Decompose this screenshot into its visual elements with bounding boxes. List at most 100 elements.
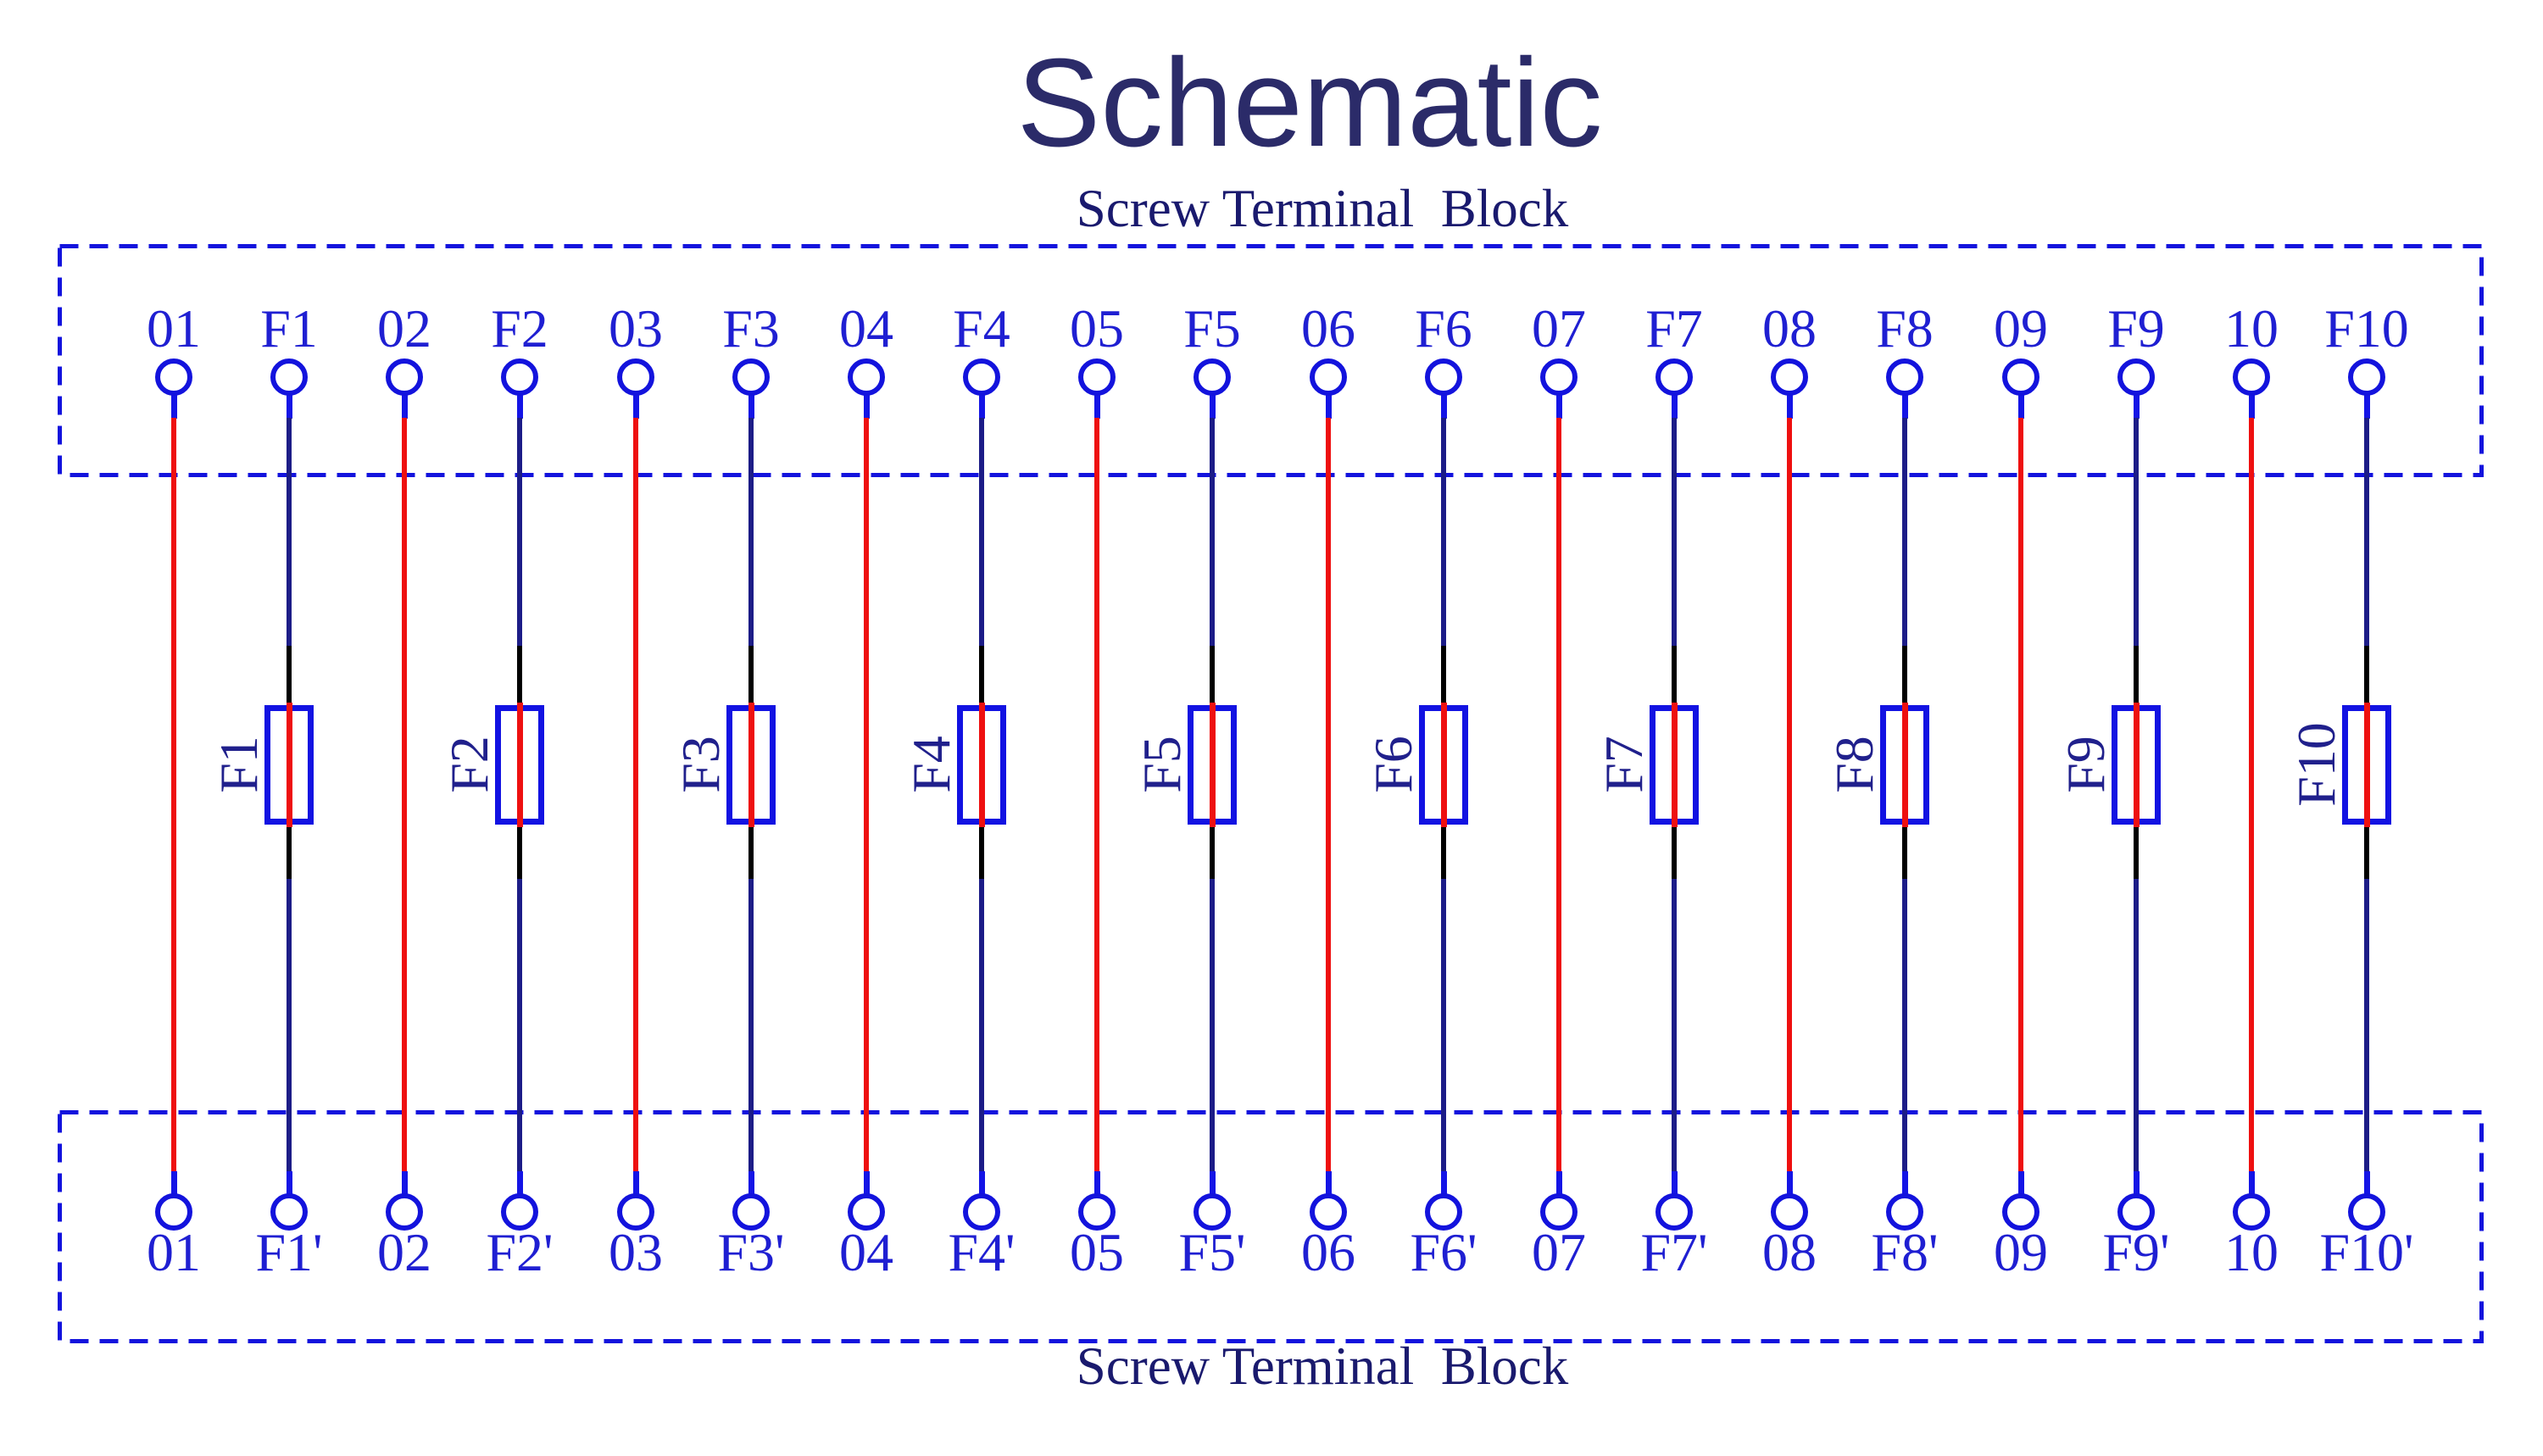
- top-terminal-circle: [1886, 358, 1923, 396]
- fuse-label: F9: [2056, 736, 2116, 793]
- wire-stub-bottom: [2248, 1171, 2255, 1197]
- wire-main: [2018, 418, 2023, 1173]
- bottom-terminal-label: 04: [839, 1222, 893, 1282]
- bottom-terminal-circle: [2002, 1193, 2039, 1231]
- bottom-terminal-block-outline: [58, 1110, 2484, 1343]
- top-terminal-label: F7: [1645, 298, 1703, 358]
- wire-stub-top: [748, 392, 754, 419]
- wire-upper: [287, 418, 292, 647]
- fuse-element-line: [748, 703, 754, 827]
- bottom-terminal-label: F10': [2319, 1222, 2414, 1282]
- wire-upper: [748, 418, 754, 647]
- wire-upper: [979, 418, 984, 647]
- top-terminal-circle: [2002, 358, 2039, 396]
- wire-main: [1094, 418, 1099, 1173]
- wire-upper: [1441, 418, 1446, 647]
- fuse-element-line: [1209, 703, 1216, 827]
- wire-lower: [2364, 879, 2369, 1173]
- wire-stub-bottom: [1325, 1171, 1332, 1197]
- wire-stub-top: [2017, 392, 2024, 419]
- wire-main: [402, 418, 407, 1173]
- top-terminal-circle: [2117, 358, 2155, 396]
- top-terminal-circle: [848, 358, 885, 396]
- wire-upper: [2134, 418, 2139, 647]
- top-terminal-circle: [1771, 358, 1808, 396]
- wire-stub-top: [1325, 392, 1332, 419]
- bottom-terminal-label: F7': [1640, 1222, 1708, 1282]
- wire-stub-top: [2133, 392, 2140, 419]
- top-terminal-label: 01: [147, 298, 201, 358]
- wire-stub-top: [2363, 392, 2370, 419]
- fuse-lead-top: [2134, 646, 2139, 707]
- top-terminal-label: F4: [953, 298, 1010, 358]
- wire-main: [1556, 418, 1561, 1173]
- bottom-terminal-circle: [732, 1193, 770, 1231]
- fuse-lead-bottom: [1672, 823, 1677, 881]
- bottom-terminal-circle: [386, 1193, 423, 1231]
- wire-main: [864, 418, 869, 1173]
- fuse-element-line: [978, 703, 985, 827]
- bottom-terminal-label: 01: [147, 1222, 201, 1282]
- bottom-terminal-circle: [963, 1193, 1000, 1231]
- fuse-element-line: [1671, 703, 1678, 827]
- wire-stub-top: [286, 392, 292, 419]
- bottom-terminal-circle: [2233, 1193, 2270, 1231]
- wire-stub-bottom: [748, 1171, 754, 1197]
- wire-stub-bottom: [516, 1171, 523, 1197]
- top-terminal-circle: [1425, 358, 1462, 396]
- wire-lower: [517, 879, 522, 1173]
- wire-main: [1326, 418, 1331, 1173]
- wire-stub-bottom: [1671, 1171, 1678, 1197]
- fuse-lead-top: [2364, 646, 2369, 707]
- bottom-terminal-circle: [1886, 1193, 1923, 1231]
- bottom-terminal-label: 03: [609, 1222, 663, 1282]
- top-terminal-label: 08: [1762, 298, 1817, 358]
- top-terminal-circle: [1078, 358, 1116, 396]
- wire-lower: [979, 879, 984, 1173]
- fuse-label: F8: [1824, 736, 1884, 793]
- top-terminal-circle: [1540, 358, 1578, 396]
- fuse-lead-bottom: [1210, 823, 1215, 881]
- bottom-terminal-label: F9': [2102, 1222, 2170, 1282]
- fuse-label: F1: [209, 736, 269, 793]
- bottom-terminal-circle: [1310, 1193, 1347, 1231]
- top-terminal-circle: [2348, 358, 2385, 396]
- bottom-terminal-label: 10: [2224, 1222, 2279, 1282]
- wire-upper: [2364, 418, 2369, 647]
- bottom-terminal-circle: [1425, 1193, 1462, 1231]
- bottom-terminal-label: F1': [255, 1222, 323, 1282]
- fuse-lead-top: [748, 646, 754, 707]
- top-terminal-circle: [2233, 358, 2270, 396]
- fuse-element-line: [516, 703, 523, 827]
- wire-stub-bottom: [170, 1171, 177, 1197]
- fuse-element-line: [1901, 703, 1908, 827]
- wire-stub-top: [170, 392, 177, 419]
- top-terminal-label: 06: [1301, 298, 1355, 358]
- fuse-label: F7: [1594, 736, 1654, 793]
- fuse-element-line: [286, 703, 292, 827]
- bottom-terminal-circle: [1771, 1193, 1808, 1231]
- bottom-terminal-block-label: Screw Terminal Block: [1076, 1337, 1569, 1396]
- top-terminal-circle: [155, 358, 192, 396]
- bottom-terminal-circle: [1655, 1193, 1693, 1231]
- page-title: Schematic: [1016, 33, 1603, 173]
- bottom-terminal-label: F2': [486, 1222, 554, 1282]
- wire-main: [171, 418, 176, 1173]
- top-terminal-circle: [732, 358, 770, 396]
- fuse-lead-top: [1210, 646, 1215, 707]
- fuse-lead-bottom: [517, 823, 522, 881]
- bottom-terminal-circle: [2348, 1193, 2385, 1231]
- top-terminal-label: F5: [1183, 298, 1241, 358]
- bottom-terminal-circle: [270, 1193, 308, 1231]
- wire-stub-bottom: [286, 1171, 292, 1197]
- fuse-lead-bottom: [748, 823, 754, 881]
- top-terminal-label: 04: [839, 298, 893, 358]
- wire-stub-bottom: [1209, 1171, 1216, 1197]
- fuse-lead-bottom: [287, 823, 292, 881]
- wire-lower: [1210, 879, 1215, 1173]
- wire-main: [2249, 418, 2254, 1173]
- wire-lower: [287, 879, 292, 1173]
- fuse-lead-bottom: [2134, 823, 2139, 881]
- top-terminal-circle: [386, 358, 423, 396]
- wire-lower: [2134, 879, 2139, 1173]
